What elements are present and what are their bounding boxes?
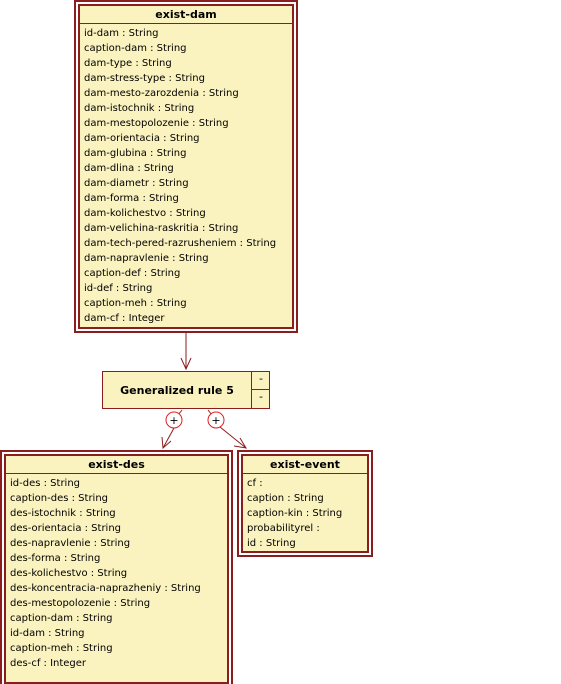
attribute: des-koncentracia-naprazheniy : String: [10, 583, 201, 594]
attribute: des-cf : Integer: [10, 658, 87, 669]
attribute: dam-cf : Integer: [84, 313, 165, 324]
attribute: dam-orientacia : String: [84, 133, 200, 144]
collapse-button-top[interactable]: -: [251, 372, 270, 390]
plus-circle-icon: [165, 411, 183, 429]
attribute: des-forma : String: [10, 553, 101, 564]
connector-dam-to-rule[interactable]: [180, 333, 192, 371]
attribute-list: id-dam : String caption-dam : String dam…: [80, 24, 292, 326]
arrowhead-icon: [233, 437, 247, 449]
attribute: dam-forma : String: [84, 193, 179, 204]
rule-label: Generalized rule 5: [120, 384, 234, 397]
attribute: id-des : String: [10, 478, 81, 489]
arrowhead-icon: [161, 436, 172, 450]
attribute: dam-glubina : String: [84, 148, 187, 159]
attribute: probabilityrel :: [247, 523, 320, 534]
plus-symbol: +: [169, 414, 178, 427]
attribute: des-istochnik : String: [10, 508, 116, 519]
attribute: caption-dam : String: [84, 43, 187, 54]
attribute: dam-mesto-zarozdenia : String: [84, 88, 239, 99]
attribute: caption-def : String: [84, 268, 181, 279]
attribute: des-napravlenie : String: [10, 538, 131, 549]
attribute: caption-meh : String: [10, 643, 113, 654]
attribute: des-orientacia : String: [10, 523, 122, 534]
rule-generalized-5[interactable]: Generalized rule 5 - -: [102, 371, 270, 409]
attribute: dam-type : String: [84, 58, 172, 69]
attribute: dam-kolichestvo : String: [84, 208, 206, 219]
plus-symbol: +: [211, 414, 220, 427]
plus-circle-icon: [207, 411, 225, 429]
attribute: id-dam : String: [84, 28, 159, 39]
class-exist-event[interactable]: exist-event cf : caption : String captio…: [237, 450, 373, 557]
attribute: caption-dam : String: [10, 613, 113, 624]
class-exist-dam[interactable]: exist-dam id-dam : String caption-dam : …: [74, 0, 298, 333]
attribute: dam-dlina : String: [84, 163, 174, 174]
class-title: exist-des: [6, 456, 227, 474]
attribute: dam-istochnik : String: [84, 103, 195, 114]
collapse-button-bottom[interactable]: -: [251, 390, 270, 408]
attribute: dam-diametr : String: [84, 178, 189, 189]
class-title: exist-event: [243, 456, 367, 474]
connector-rule-to-event[interactable]: +: [207, 409, 247, 449]
attribute: caption-des : String: [10, 493, 109, 504]
attribute-list: cf : caption : String caption-kin : Stri…: [243, 474, 367, 551]
attribute: caption : String: [247, 493, 324, 504]
attribute-list: id-des : String caption-des : String des…: [6, 474, 227, 671]
attribute: id-dam : String: [10, 628, 85, 639]
attribute: dam-mestopolozenie : String: [84, 118, 229, 129]
connector-rule-to-des[interactable]: +: [161, 409, 183, 450]
attribute: des-kolichestvo : String: [10, 568, 128, 579]
attribute: caption-kin : String: [247, 508, 343, 519]
attribute: des-mestopolozenie : String: [10, 598, 151, 609]
attribute: cf :: [247, 478, 263, 489]
attribute: dam-stress-type : String: [84, 73, 205, 84]
attribute: id : String: [247, 538, 296, 549]
arrowhead-icon: [180, 357, 192, 371]
attribute: caption-meh : String: [84, 298, 187, 309]
attribute: id-def : String: [84, 283, 153, 294]
attribute: dam-tech-pered-razrusheniem : String: [84, 238, 277, 249]
attribute: dam-velichina-raskritia : String: [84, 223, 239, 234]
class-title: exist-dam: [80, 6, 292, 24]
attribute: dam-napravlenie : String: [84, 253, 209, 264]
